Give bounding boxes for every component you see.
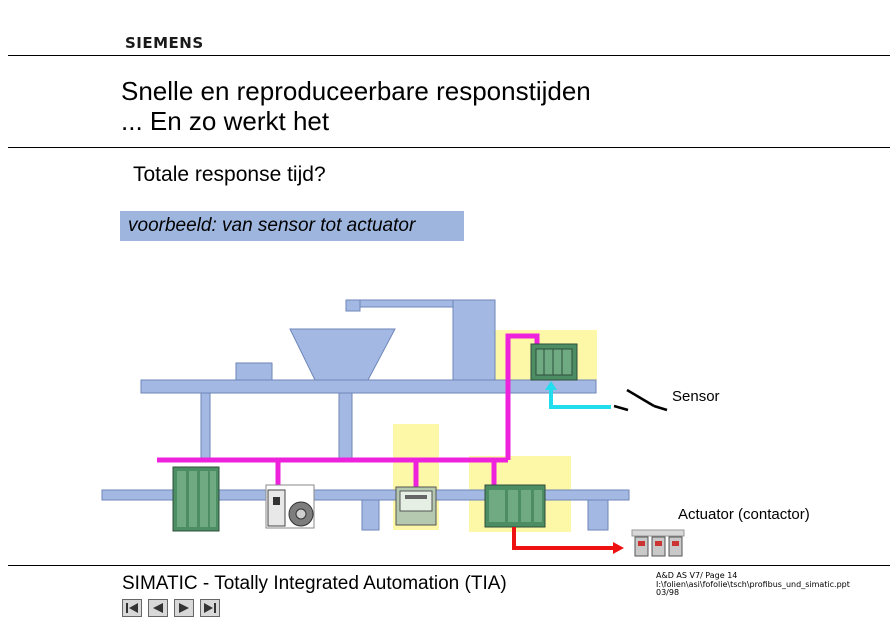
- last-icon: [204, 603, 216, 613]
- sensor-label: Sensor: [672, 388, 720, 405]
- slide-title: Snelle en reproduceerbare responstijden …: [121, 76, 591, 136]
- upper-conveyor: [140, 379, 597, 394]
- siemens-logo: SIEMENS: [125, 34, 204, 52]
- drive-unit: [265, 484, 315, 529]
- nav-next-button[interactable]: [174, 599, 194, 617]
- footer-title: SIMATIC - Totally Integrated Automation …: [122, 573, 507, 594]
- actuator-label: Actuator (contactor): [678, 506, 810, 523]
- plc-sensor-station: [530, 343, 578, 381]
- actuator-signal-line: [512, 527, 614, 550]
- previous-icon: [153, 603, 163, 613]
- meta-path: I:\folien\asi\fofolie\tsch\profibus_und_…: [656, 579, 850, 589]
- sensor-arrow: [545, 381, 557, 390]
- profibus-line: [157, 333, 540, 487]
- leg-left: [200, 392, 211, 460]
- tower-arm: [357, 299, 454, 308]
- meta-page: A&D AS V7/ Page 14: [656, 571, 738, 580]
- nav-first-button[interactable]: [122, 599, 142, 617]
- arm-nozzle: [345, 299, 361, 312]
- header-rule: [8, 55, 890, 56]
- actuator-arrow: [613, 542, 624, 554]
- title-rule: [8, 147, 890, 148]
- lower-leg-1: [361, 499, 380, 531]
- first-icon: [126, 603, 138, 613]
- next-icon: [179, 603, 189, 613]
- nav-last-button[interactable]: [200, 599, 220, 617]
- footer-meta: A&D AS V7/ Page 14 I:\folien\asi\fofolie…: [656, 571, 850, 598]
- example-label: voorbeeld: van sensor tot actuator: [120, 211, 464, 241]
- sensor-signal-line: [549, 385, 611, 409]
- nav-previous-button[interactable]: [148, 599, 168, 617]
- operator-panel: [395, 486, 437, 526]
- title-line-2: ... En zo werkt het: [121, 106, 330, 136]
- question-text: Totale response tijd?: [133, 163, 326, 186]
- title-line-1: Snelle en reproduceerbare responstijden: [121, 76, 591, 106]
- footer-rule: [8, 565, 890, 566]
- plc-main-rack: [172, 466, 220, 532]
- sensor-switch: [613, 388, 668, 412]
- leg-middle: [338, 392, 353, 460]
- lower-leg-2: [587, 499, 609, 531]
- contactor-group: [631, 529, 685, 557]
- tower-column: [452, 299, 496, 381]
- conveyor-block: [235, 362, 273, 381]
- plc-actuator-station: [484, 484, 546, 528]
- hopper: [289, 328, 396, 381]
- meta-date: 03/98: [656, 588, 680, 597]
